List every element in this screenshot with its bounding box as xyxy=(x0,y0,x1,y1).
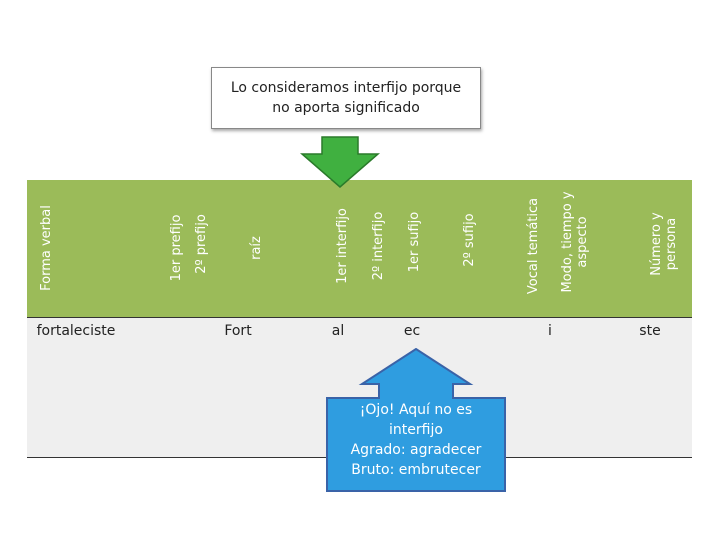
header-vocal-tematica: Vocal temática xyxy=(526,197,541,295)
header-1er-prefijo: 1er prefijo xyxy=(169,214,184,282)
header-modo-tiempo-aspecto: Modo, tiempo y aspecto xyxy=(560,177,590,307)
blue-callout-line4: Bruto: embrutecer xyxy=(351,462,481,478)
cell-sufijo: ec xyxy=(403,323,421,339)
header-raiz: raíz xyxy=(249,236,264,260)
top-callout-line2: no aporta significado xyxy=(272,100,420,116)
top-callout-line1: Lo consideramos interfijo porque xyxy=(230,80,462,96)
blue-callout-line1: ¡Ojo! Aquí no es xyxy=(359,402,473,418)
cell-modo: i xyxy=(548,323,552,339)
cell-numero: ste xyxy=(639,323,661,339)
header-numero-line1: Número y xyxy=(649,212,664,276)
header-1er-sufijo: 1er sufijo xyxy=(407,211,422,273)
header-1er-interfijo: 1er interfijo xyxy=(335,208,350,284)
cell-interfijo: al xyxy=(331,323,345,339)
header-numero-line2: persona xyxy=(664,217,679,271)
header-2-prefijo: 2º prefijo xyxy=(194,214,209,274)
header-modo-line1: Modo, tiempo y xyxy=(560,191,575,293)
header-modo-line2: aspecto xyxy=(575,216,590,268)
header-2-sufijo: 2º sufijo xyxy=(462,213,477,267)
header-numero-persona: Número y persona xyxy=(649,179,679,309)
cell-raiz: Fort xyxy=(224,323,252,339)
header-band xyxy=(27,180,692,317)
top-callout-box: Lo consideramos interfijo porque no apor… xyxy=(211,67,481,129)
blue-callout-line3: Agrado: agradecer xyxy=(350,442,482,458)
green-down-arrow-icon xyxy=(300,136,380,188)
header-forma-verbal: Forma verbal xyxy=(39,205,54,291)
blue-up-arrow-callout xyxy=(326,348,506,492)
blue-callout-text: ¡Ojo! Aquí no es interfijo Agrado: agrad… xyxy=(336,400,496,480)
blue-callout-line2: interfijo xyxy=(389,422,443,438)
cell-forma-verbal: fortaleciste xyxy=(36,323,116,339)
header-2-interfijo: 2º interfijo xyxy=(371,211,386,281)
